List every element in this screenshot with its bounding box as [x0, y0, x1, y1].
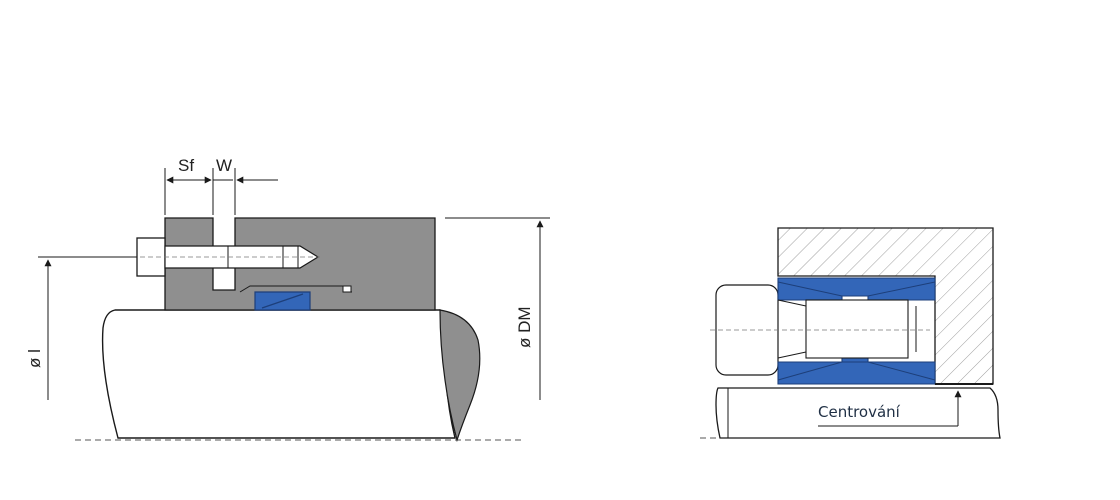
right-screw-step-left-b — [777, 351, 807, 359]
screw-shank — [164, 245, 320, 269]
label-dm: ø DM — [515, 306, 534, 348]
ring-upper-taper — [777, 281, 936, 297]
shaft-body — [101, 309, 456, 439]
label-w: W — [216, 156, 232, 175]
ring-lower-taper — [777, 361, 936, 381]
label-centering: Centrování — [818, 403, 901, 421]
label-d: ø l — [25, 349, 44, 368]
shaft-tip — [439, 309, 481, 443]
ring-upper — [777, 277, 936, 301]
right-screw-body — [805, 299, 909, 359]
left-section-view: Sf W ø DM ø l — [25, 156, 550, 443]
ring-notch — [342, 285, 352, 293]
right-section-view: Centrování — [700, 227, 1001, 439]
locking-ring-split — [261, 293, 304, 309]
label-sf: Sf — [178, 156, 194, 175]
right-screw-step-left — [777, 299, 807, 307]
